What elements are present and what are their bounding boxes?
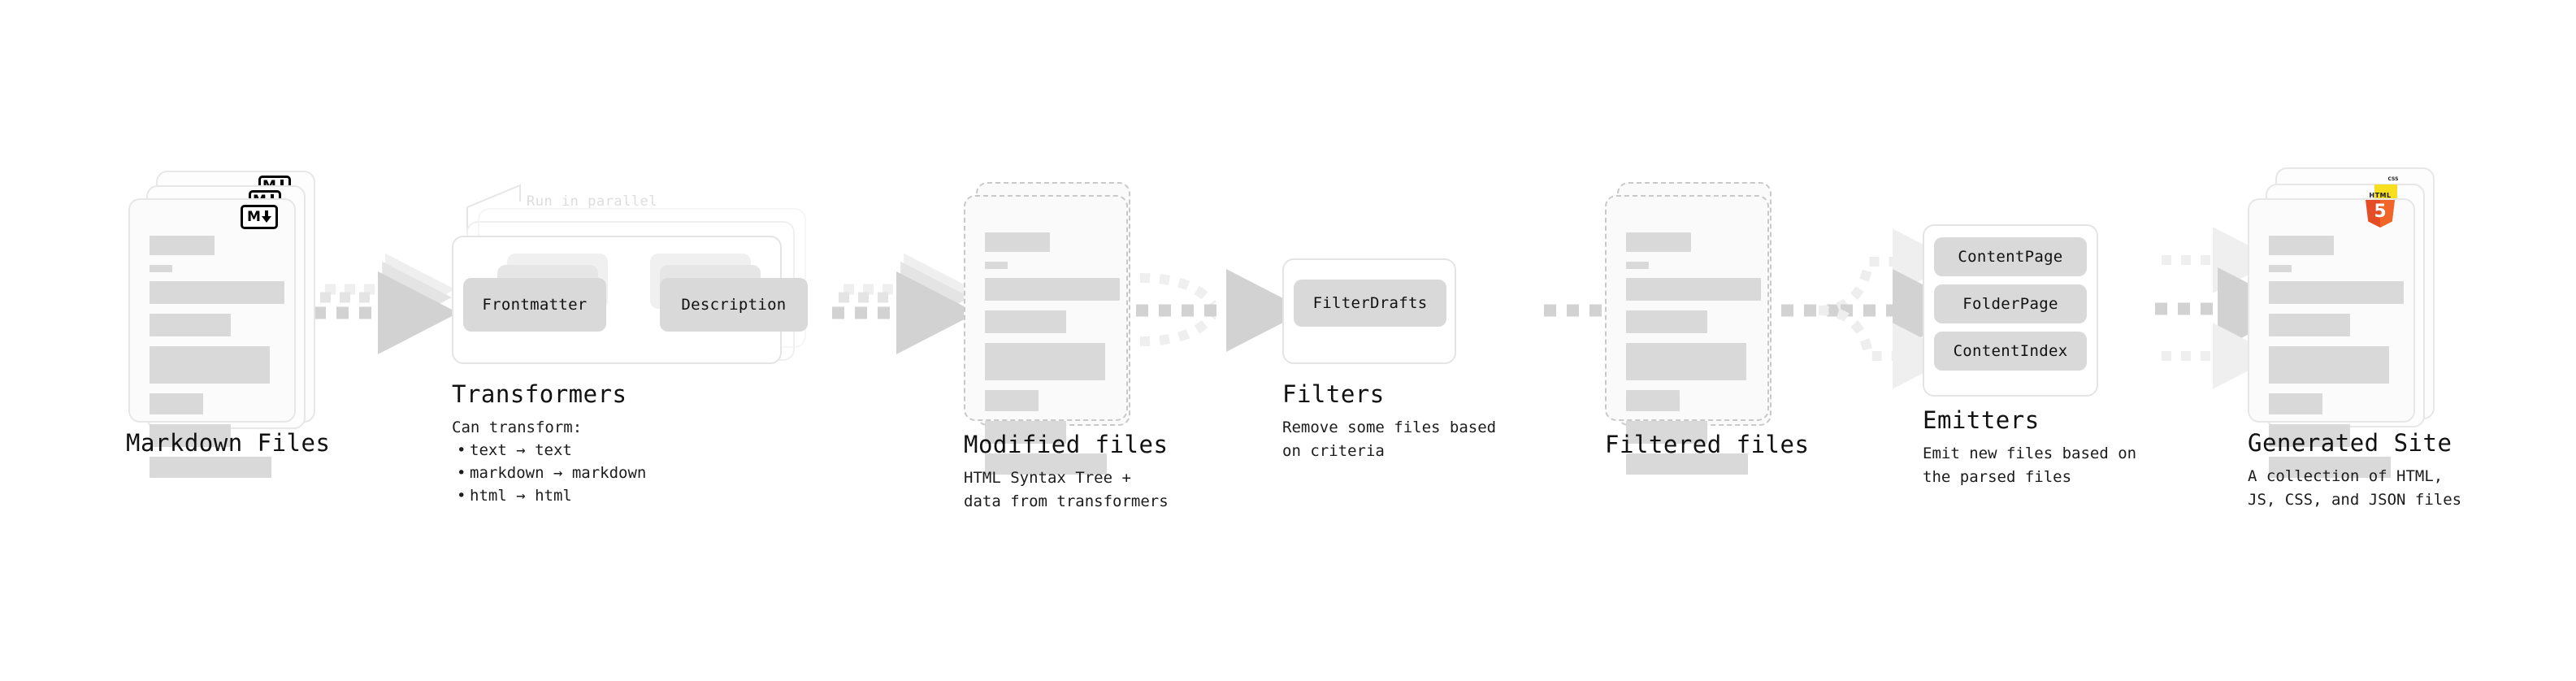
skeleton-bar [1626,310,1707,333]
skeleton-bar [2269,393,2322,414]
js-icon [2374,184,2397,198]
skeleton-bar [2269,346,2389,384]
stage-title-transformers: Transformers [452,380,627,408]
skeleton-bar [985,278,1120,301]
skeleton-bar [1626,262,1649,269]
stage-desc-generated-site: A collection of HTML, JS, CSS, and JSON … [2248,467,2462,509]
bullet-dot: • [457,441,466,459]
css-label: CSS [2387,176,2399,182]
skeleton-bar [150,281,284,304]
skeleton-bar [150,265,172,272]
skeleton-bar [150,393,203,414]
skeleton-bar [2269,281,2404,304]
filter-chip-filterdrafts[interactable]: FilterDrafts [1294,280,1446,327]
markdown-arrow-down [261,210,271,223]
skeleton-bar [985,262,1008,269]
bullet-dot: • [457,464,466,482]
skeleton-bar [985,343,1105,380]
connector-filtered-to-emitters [1781,228,1973,389]
connector-modified-to-filters [1136,269,1307,352]
skeleton-bar [2269,265,2292,272]
emitter-chip-folderpage[interactable]: FolderPage [1934,284,2087,323]
html5-shield-highlight [2380,200,2395,228]
skeleton-bar [150,236,215,255]
connector-md-to-transformers [314,253,458,354]
filtered-file-card-front [1605,195,1769,475]
skeleton-bar [150,314,231,336]
skeleton-bar [1626,343,1746,380]
bullet-dot: • [457,487,466,505]
transformer-chip-frontmatter[interactable]: Frontmatter [463,278,606,332]
skeleton-bar [150,346,270,384]
run-in-parallel-label: Run in parallel [527,193,658,210]
transformer-chip-description[interactable]: Description [660,278,808,332]
skeleton-bar [1626,232,1691,252]
skeleton-bar [1626,278,1761,301]
stage-title-markdown-files: Markdown Files [126,429,331,457]
connector-emitters-to-site [2155,227,2298,389]
skeleton-bar [985,232,1050,252]
transformer-bullet-1: text → text [470,441,572,459]
stage-title-generated-site: Generated Site [2248,429,2452,457]
html5-label: HTML [2369,192,2392,199]
skeleton-bar [2269,424,2350,447]
skeleton-bar [985,390,1039,411]
emitter-chip-contentindex[interactable]: ContentIndex [1934,332,2087,371]
modified-file-card-front [964,195,1128,475]
stage-title-filters: Filters [1282,380,1385,408]
skeleton-bar [2269,314,2350,336]
emitter-chip-contentpage[interactable]: ContentPage [1934,237,2087,276]
stage-desc-modified-files: HTML Syntax Tree + data from transformer… [964,469,1169,510]
markdown-icon: M [241,205,278,229]
stage-title-filtered-files: Filtered files [1605,431,1810,458]
transformer-bullet-3: html → html [470,487,572,505]
skeleton-bar [1626,390,1680,411]
html5-five: 5 [2374,202,2387,222]
skeleton-bar [2269,457,2391,478]
stage-desc-emitters: Emit new files based on the parsed files [1923,445,2137,486]
skeleton-bar [985,310,1066,333]
stage-title-emitters: Emitters [1923,406,2040,434]
site-file-card-html [2248,198,2415,478]
skeleton-bar [2269,236,2334,255]
markdown-letter-m: M [247,208,261,225]
skeleton-bar [150,424,231,447]
skeleton-bar [150,457,271,478]
skeleton-bar [985,421,1066,444]
html5-icon: HTML 5 [2365,192,2396,228]
stage-title-modified-files: Modified files [964,431,1169,458]
stage-desc-transformers: Can transform: [452,419,583,436]
connector-transformers-to-modified [832,253,977,354]
stage-desc-filters: Remove some files based on criteria [1282,419,1497,460]
skeleton-bar [1626,421,1707,444]
markdown-file-card-front [128,198,296,478]
transformer-bullet-2: markdown → markdown [470,464,647,482]
skeleton-bar [1626,453,1748,475]
skeleton-bar [985,453,1107,475]
